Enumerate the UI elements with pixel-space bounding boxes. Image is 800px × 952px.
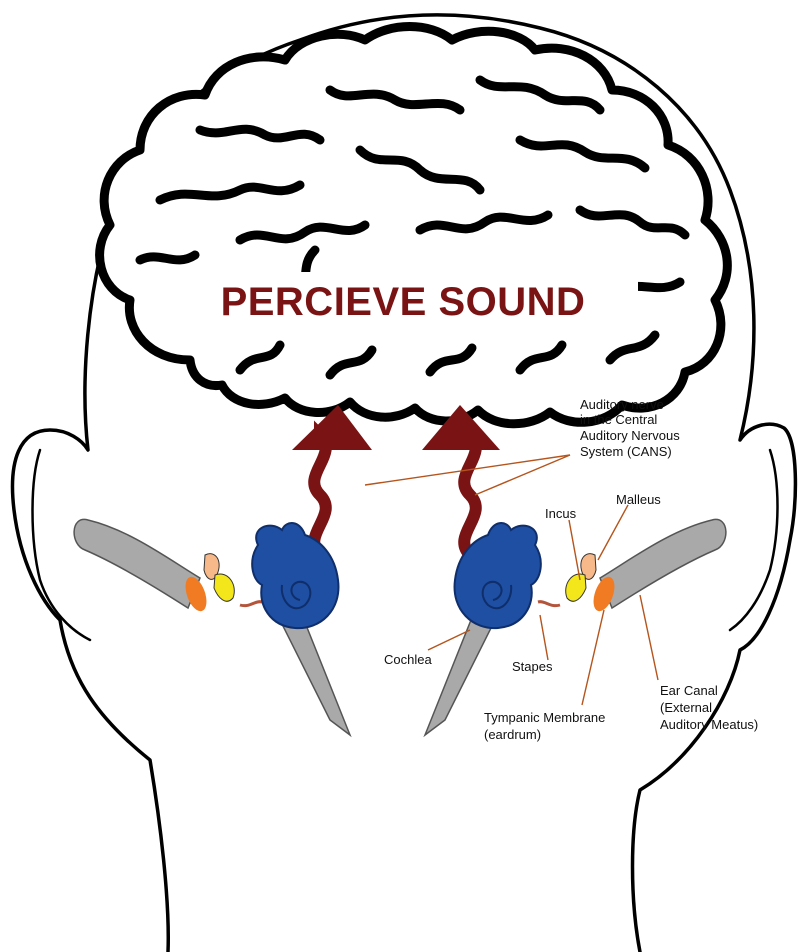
auditory-nerve-label: Auditory nerve in the Central Auditory N… [580, 397, 683, 459]
right-ear-canal-icon [599, 518, 727, 610]
malleus-label: Malleus [616, 492, 661, 507]
left-ear [73, 518, 352, 738]
incus-label: Incus [545, 506, 577, 521]
right-eardrum-icon [593, 576, 615, 612]
right-stapes-icon [537, 600, 561, 608]
left-eardrum-icon [185, 576, 207, 612]
left-cochlea-icon [251, 522, 340, 630]
left-stapes-icon [239, 600, 263, 608]
tympanic-membrane-label: Tympanic Membrane (eardrum) [484, 710, 609, 742]
left-wavy-arrow-icon [292, 405, 372, 560]
brain-icon [95, 22, 732, 429]
title-box: PERCIEVE SOUND [168, 272, 638, 330]
right-incus-icon [565, 573, 587, 602]
labels: Auditory nerve in the Central Auditory N… [384, 397, 758, 742]
right-ear [423, 518, 727, 738]
title-text: PERCIEVE SOUND [221, 280, 586, 324]
right-wavy-arrow-icon [422, 405, 500, 560]
left-ear-canal-icon [73, 518, 201, 610]
left-nerve-icon [273, 609, 352, 738]
right-cochlea-icon [453, 522, 542, 630]
head-outline [10, 13, 798, 952]
cochlea-label: Cochlea [384, 652, 432, 667]
right-malleus-icon [580, 553, 597, 580]
left-malleus-icon [203, 553, 220, 580]
leader-lines [364, 454, 659, 706]
left-incus-icon [213, 573, 235, 602]
stapes-label: Stapes [512, 659, 553, 674]
ear-canal-label: Ear Canal (External Auditory Meatus) [660, 683, 758, 732]
